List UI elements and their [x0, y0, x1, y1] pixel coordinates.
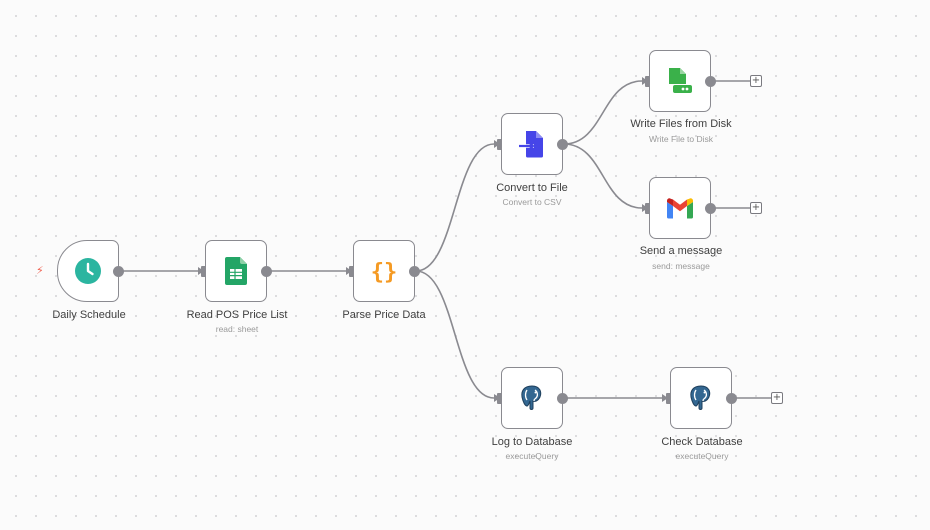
add-node-button[interactable]: + [750, 75, 762, 87]
node-write-files-from-disk[interactable] [645, 50, 716, 112]
node-title: Send a message [639, 245, 723, 257]
input-port[interactable] [645, 76, 650, 87]
input-port[interactable] [666, 393, 671, 404]
input-port[interactable] [497, 393, 502, 404]
input-port[interactable] [201, 266, 206, 277]
postgres-elephant-icon [519, 384, 545, 412]
node-title: Write Files from Disk [630, 118, 732, 130]
node-subtitle: send: message [652, 261, 710, 271]
input-port[interactable] [349, 266, 354, 277]
node-subtitle: executeQuery [505, 451, 559, 461]
google-sheets-icon [225, 257, 247, 285]
node-title: Read POS Price List [186, 309, 288, 321]
output-port[interactable] [705, 76, 716, 87]
code-braces-icon: {} [369, 257, 399, 285]
edge-convert-to-write[interactable] [563, 80, 643, 145]
input-port[interactable] [645, 203, 650, 214]
edge-parse-to-convert[interactable] [415, 143, 495, 272]
output-port[interactable] [409, 266, 420, 277]
input-port[interactable] [497, 139, 502, 150]
node-subtitle: read: sheet [215, 324, 259, 334]
output-port[interactable] [557, 393, 568, 404]
node-subtitle: Convert to CSV [502, 197, 562, 207]
node-convert-to-file[interactable] [497, 113, 568, 175]
node-daily-schedule[interactable] [57, 240, 124, 302]
output-port[interactable] [726, 393, 737, 404]
node-title: Parse Price Data [342, 309, 426, 321]
node-title: Check Database [661, 436, 743, 448]
add-node-button[interactable]: + [771, 392, 783, 404]
node-read-pos-price-list[interactable] [201, 240, 272, 302]
node-send-a-message[interactable] [645, 177, 716, 239]
file-disk-icon [667, 67, 693, 95]
output-port[interactable] [705, 203, 716, 214]
arrowhead [662, 394, 668, 402]
node-parse-price-data[interactable]: {} [349, 240, 420, 302]
node-title: Convert to File [496, 182, 568, 194]
edge-parse-to-log[interactable] [415, 270, 495, 399]
output-port[interactable] [261, 266, 272, 277]
node-check-database[interactable] [666, 367, 737, 429]
node-log-to-database[interactable] [497, 367, 568, 429]
postgres-elephant-icon [688, 384, 714, 412]
gmail-icon [666, 197, 694, 219]
svg-text:{}: {} [371, 260, 398, 285]
node-title: Daily Schedule [52, 309, 126, 321]
add-node-button[interactable]: + [750, 202, 762, 214]
node-title: Log to Database [491, 436, 573, 448]
trigger-bolt-icon: ⚡ [36, 264, 44, 277]
output-port[interactable] [113, 266, 124, 277]
output-port[interactable] [557, 139, 568, 150]
file-import-icon [517, 130, 547, 158]
edge-convert-to-send[interactable] [563, 143, 643, 209]
clock-icon [74, 257, 102, 285]
node-subtitle: Write File to Disk [648, 134, 714, 144]
node-subtitle: executeQuery [675, 451, 729, 461]
